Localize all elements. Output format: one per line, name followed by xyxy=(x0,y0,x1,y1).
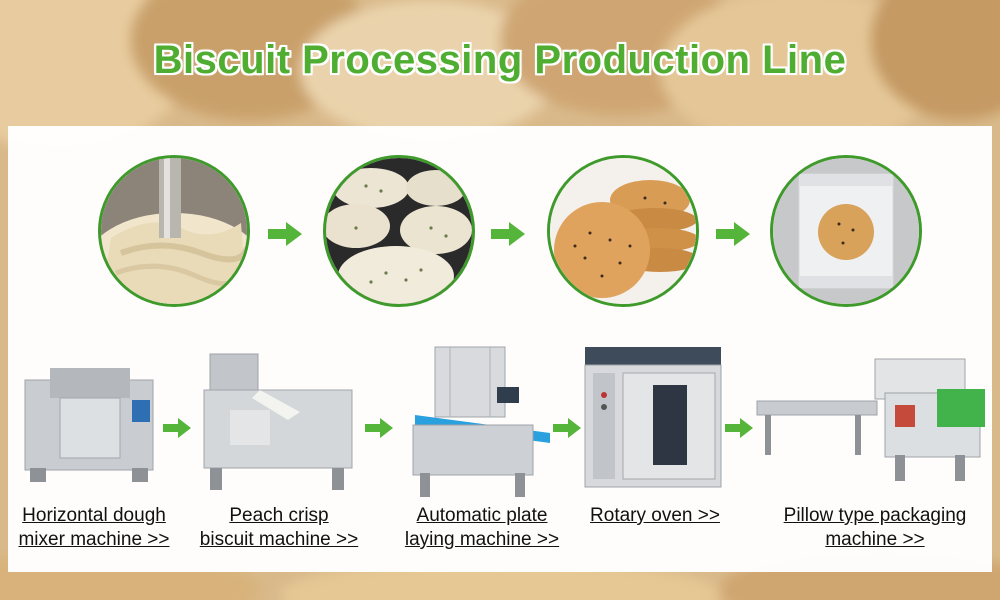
dough-mixing-image xyxy=(98,155,250,307)
dough-mixer-machine-icon xyxy=(24,368,154,482)
biscuit-forming-machine-icon xyxy=(203,353,353,490)
label-line: Peach crisp xyxy=(229,505,329,526)
arrow-right-icon xyxy=(553,418,581,438)
packaging-machine-icon xyxy=(756,358,985,481)
arrow-right-icon xyxy=(163,418,191,438)
automatic-plate-laying-machine-link[interactable]: Automatic plate laying machine >> xyxy=(402,504,562,552)
peach-crisp-biscuit-machine-link[interactable]: Peach crisp biscuit machine >> xyxy=(198,504,360,552)
pillow-type-packaging-machine-link[interactable]: Pillow type packaging machine >> xyxy=(770,504,980,552)
page-title: Biscuit Processing Production Line xyxy=(153,38,847,82)
label-line: machine >> xyxy=(825,529,925,550)
rotary-oven-icon xyxy=(584,347,722,488)
label-line: biscuit machine >> xyxy=(199,529,359,550)
label-line: mixer machine >> xyxy=(18,529,170,550)
arrow-right-icon xyxy=(491,222,525,246)
arrow-right-icon xyxy=(716,222,750,246)
label-line: Rotary oven >> xyxy=(590,505,720,526)
label-line: Horizontal dough xyxy=(22,505,166,526)
arrow-right-icon xyxy=(725,418,753,438)
raw-biscuits-image xyxy=(323,155,475,307)
arrow-right-icon xyxy=(268,222,302,246)
packaged-biscuit-image xyxy=(770,155,922,307)
baked-biscuits-image xyxy=(547,155,699,307)
plate-laying-machine-icon xyxy=(412,346,550,497)
arrow-right-icon xyxy=(365,418,393,438)
label-line: Automatic plate xyxy=(416,505,548,526)
horizontal-dough-mixer-link[interactable]: Horizontal dough mixer machine >> xyxy=(18,504,170,552)
label-line: Pillow type packaging xyxy=(783,505,967,526)
label-line: laying machine >> xyxy=(404,529,560,550)
rotary-oven-link[interactable]: Rotary oven >> xyxy=(582,504,728,528)
